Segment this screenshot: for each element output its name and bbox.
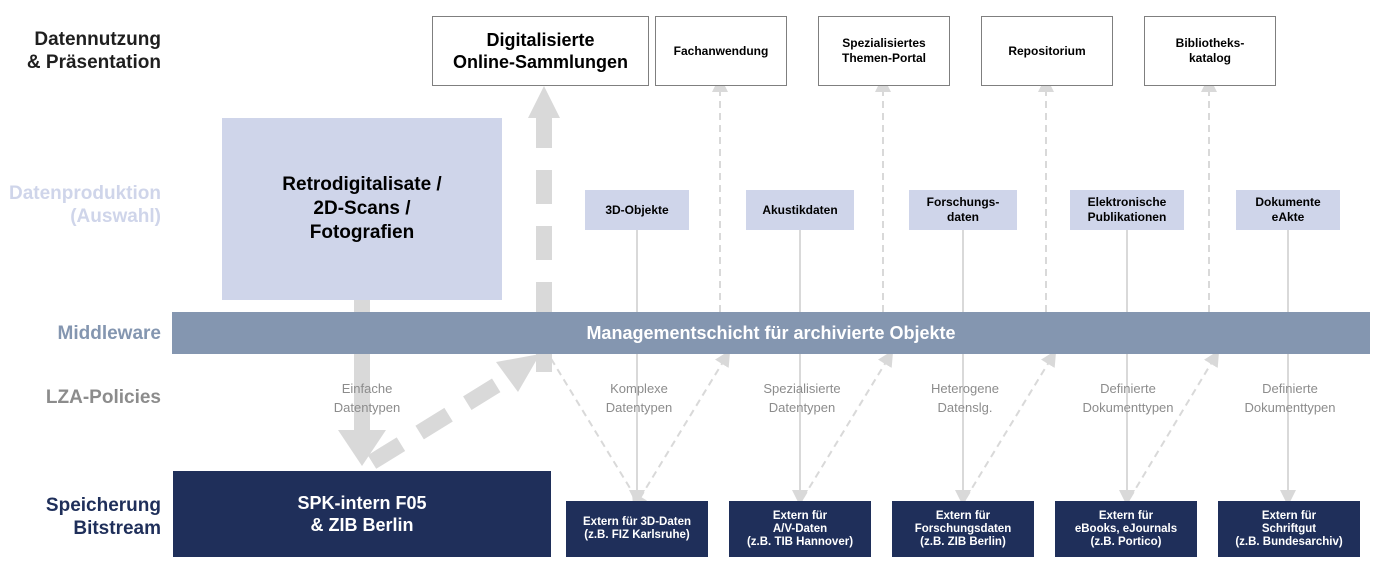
label-middleware: Middleware bbox=[57, 323, 161, 344]
output-item-box: Bibliotheks- katalog bbox=[1144, 16, 1276, 86]
output-item-box: Spezialisiertes Themen-Portal bbox=[818, 16, 950, 86]
production-item-box: 3D-Objekte bbox=[585, 190, 689, 230]
storage-item-box: Extern für A/V-Daten (z.B. TIB Hannover) bbox=[729, 501, 871, 557]
output-item-box: Repositorium bbox=[981, 16, 1113, 86]
production-main-box: Retrodigitalisate / 2D-Scans / Fotografi… bbox=[222, 118, 502, 300]
label-production: Datenproduktion (Auswahl) bbox=[9, 183, 161, 227]
middleware-bar: Managementschicht für archivierte Objekt… bbox=[172, 312, 1370, 354]
policy-text: Komplexe Datentypen bbox=[605, 381, 673, 415]
policy-text: Spezialisierte Datentypen bbox=[763, 381, 841, 415]
production-item-box: Dokumente eAkte bbox=[1236, 190, 1340, 230]
policy-text: Einfache Datentypen bbox=[333, 381, 401, 415]
middleware-bar-label: Managementschicht für archivierte Objekt… bbox=[586, 322, 956, 343]
storage-middleware-diagonals bbox=[549, 350, 1220, 509]
middleware-to-output-lines bbox=[712, 76, 1217, 312]
label-usage: Datennutzung & Präsentation bbox=[26, 29, 161, 73]
production-item-box: Forschungs- daten bbox=[909, 190, 1017, 230]
policy-text: Definierte Dokumenttypen bbox=[1244, 381, 1336, 415]
storage-item-box: Extern für Schriftgut (z.B. Bundesarchiv… bbox=[1218, 501, 1360, 557]
label-storage: Speicherung Bitstream bbox=[45, 495, 161, 539]
policy-text: Definierte Dokumenttypen bbox=[1082, 381, 1174, 415]
storage-item-box: Extern für eBooks, eJournals (z.B. Porti… bbox=[1055, 501, 1197, 557]
storage-main-box: SPK-intern F05 & ZIB Berlin bbox=[173, 471, 551, 557]
storage-item-box: Extern für Forschungsdaten (z.B. ZIB Ber… bbox=[892, 501, 1034, 557]
output-item-box: Fachanwendung bbox=[655, 16, 787, 86]
production-item-box: Akustikdaten bbox=[746, 190, 854, 230]
storage-item-box: Extern für 3D-Daten (z.B. FIZ Karlsruhe) bbox=[566, 501, 708, 557]
production-to-storage-lines bbox=[629, 230, 1296, 506]
production-item-box: Elektronische Publikationen bbox=[1070, 190, 1184, 230]
policy-text: Heterogene Datenslg. bbox=[931, 381, 999, 415]
output-main-box: Digitalisierte Online-Sammlungen bbox=[432, 16, 649, 86]
label-policies: LZA-Policies bbox=[45, 387, 161, 408]
